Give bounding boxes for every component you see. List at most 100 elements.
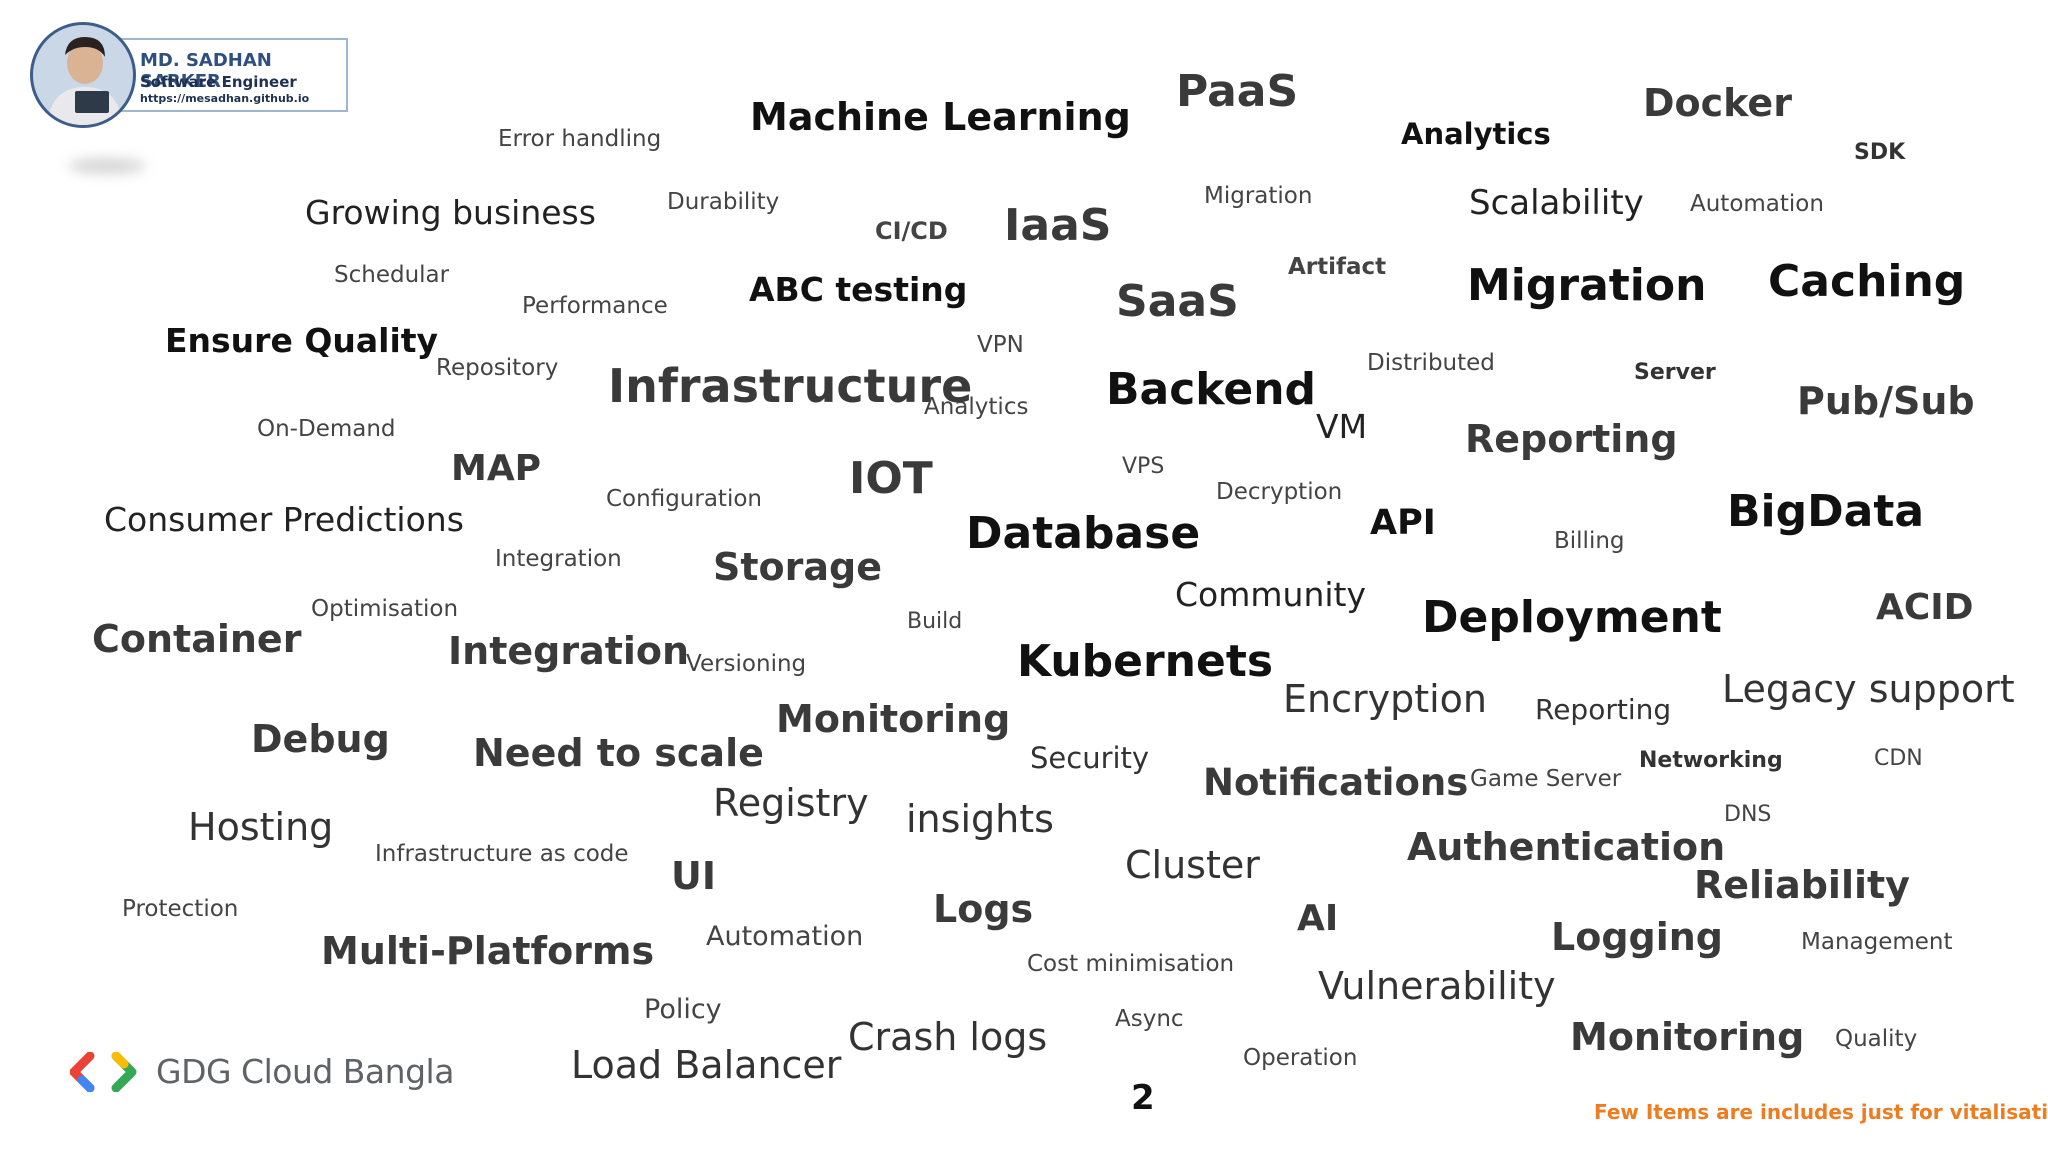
word-migration-2: Migration xyxy=(1467,260,1707,311)
word-versioning: Versioning xyxy=(686,651,807,677)
footnote: Few Items are includes just for vitalisa… xyxy=(1594,1100,2048,1124)
speaker-role: Software Engineer xyxy=(140,73,297,91)
word-configuration: Configuration xyxy=(606,486,762,512)
word-pub-sub: Pub/Sub xyxy=(1797,379,1975,423)
word-distributed: Distributed xyxy=(1367,350,1495,376)
word-async: Async xyxy=(1115,1006,1184,1032)
word-load-balancer: Load Balancer xyxy=(571,1043,842,1087)
word-ci-cd: CI/CD xyxy=(875,217,948,245)
word-decryption: Decryption xyxy=(1216,479,1343,505)
word-cost-minimisation: Cost minimisation xyxy=(1027,951,1235,977)
word-abc-testing: ABC testing xyxy=(749,270,968,309)
word-integration-1: Integration xyxy=(495,546,622,572)
word-ai: AI xyxy=(1297,898,1339,939)
word-paas: PaaS xyxy=(1176,66,1299,117)
word-authentication: Authentication xyxy=(1407,825,1726,869)
word-on-demand: On-Demand xyxy=(257,416,396,442)
page-number: 2 xyxy=(1131,1078,1155,1118)
word-docker: Docker xyxy=(1643,81,1792,125)
word-billing: Billing xyxy=(1554,528,1625,554)
word-analytics-2: Analytics xyxy=(924,394,1029,420)
word-reporting-1: Reporting xyxy=(1465,417,1678,461)
word-cdn: CDN xyxy=(1874,746,1923,771)
word-vpn: VPN xyxy=(977,332,1024,358)
word-container: Container xyxy=(92,617,302,661)
word-optimisation: Optimisation xyxy=(311,596,459,622)
word-logging: Logging xyxy=(1551,915,1724,959)
word-vm: VM xyxy=(1316,407,1368,446)
word-performance: Performance xyxy=(522,293,668,319)
word-api: API xyxy=(1370,503,1436,543)
speaker-tag: MD. SADHAN SARKER Software Engineer http… xyxy=(28,20,348,174)
word-networking: Networking xyxy=(1639,748,1783,773)
word-automation-2: Automation xyxy=(706,921,864,952)
word-infrastructure-as-code: Infrastructure as code xyxy=(375,841,629,867)
word-consumer-predictions: Consumer Predictions xyxy=(104,500,464,539)
word-monitoring-2: Monitoring xyxy=(1570,1015,1805,1059)
word-automation-1: Automation xyxy=(1690,191,1824,217)
word-database: Database xyxy=(966,508,1201,559)
word-growing-business: Growing business xyxy=(305,193,596,232)
word-cluster: Cluster xyxy=(1125,843,1260,887)
word-bigdata: BigData xyxy=(1727,486,1925,537)
word-multi-platforms: Multi-Platforms xyxy=(321,929,655,973)
word-sdk: SDK xyxy=(1854,140,1906,165)
word-saas: SaaS xyxy=(1116,276,1239,327)
word-community: Community xyxy=(1175,575,1366,614)
word-acid: ACID xyxy=(1876,587,1974,628)
word-storage: Storage xyxy=(713,545,882,589)
word-ensure-quality: Ensure Quality xyxy=(165,321,439,360)
word-need-to-scale: Need to scale xyxy=(473,731,764,775)
word-legacy-support: Legacy support xyxy=(1722,667,2015,711)
word-crash-logs: Crash logs xyxy=(848,1015,1048,1059)
word-vps: VPS xyxy=(1122,454,1165,479)
word-monitoring-1: Monitoring xyxy=(776,697,1011,741)
word-registry: Registry xyxy=(713,781,869,825)
speaker-card: MD. SADHAN SARKER Software Engineer http… xyxy=(116,38,348,112)
word-error-handling: Error handling xyxy=(498,126,662,152)
word-infrastructure: Infrastructure xyxy=(608,359,973,413)
avatar xyxy=(30,22,136,128)
word-reliability: Reliability xyxy=(1694,863,1910,907)
word-quality: Quality xyxy=(1835,1026,1918,1052)
word-map: MAP xyxy=(451,448,542,489)
word-kubernets: Kubernets xyxy=(1017,636,1274,687)
word-policy: Policy xyxy=(644,994,722,1025)
gdg-chevrons-icon xyxy=(70,1052,137,1092)
word-caching: Caching xyxy=(1768,256,1966,307)
word-analytics-1: Analytics xyxy=(1401,117,1551,151)
word-artifact: Artifact xyxy=(1288,254,1387,280)
word-ui: UI xyxy=(671,854,716,898)
word-schedular: Schedular xyxy=(334,262,450,288)
word-deployment: Deployment xyxy=(1422,592,1722,643)
word-security: Security xyxy=(1030,741,1150,775)
word-scalability: Scalability xyxy=(1469,183,1644,223)
word-hosting: Hosting xyxy=(188,805,334,849)
word-build: Build xyxy=(907,609,963,634)
word-management: Management xyxy=(1801,929,1953,955)
speaker-url: https://mesadhan.github.io xyxy=(140,92,310,105)
word-server: Server xyxy=(1634,360,1716,385)
word-iaas: IaaS xyxy=(1004,200,1112,251)
avatar-shadow xyxy=(68,158,146,174)
word-insights: insights xyxy=(906,797,1054,841)
word-game-server: Game Server xyxy=(1470,766,1622,792)
word-notifications: Notifications xyxy=(1203,761,1469,804)
word-reporting-2: Reporting xyxy=(1535,693,1672,726)
word-backend: Backend xyxy=(1106,364,1317,415)
word-protection: Protection xyxy=(122,896,239,922)
word-iot: IOT xyxy=(849,453,933,504)
word-encryption: Encryption xyxy=(1283,677,1488,721)
word-operation: Operation xyxy=(1243,1045,1358,1071)
word-migration-1: Migration xyxy=(1204,183,1313,209)
word-dns: DNS xyxy=(1724,802,1772,827)
word-machine-learning: Machine Learning xyxy=(750,95,1131,139)
gdg-logo-text: GDG Cloud Bangla xyxy=(156,1052,454,1091)
person-icon xyxy=(33,25,133,125)
word-durability: Durability xyxy=(667,189,780,215)
word-debug: Debug xyxy=(251,717,390,761)
word-vulnerability: Vulnerability xyxy=(1318,964,1556,1008)
word-logs: Logs xyxy=(933,887,1034,931)
speaker-name: MD. SADHAN SARKER xyxy=(140,50,272,92)
word-integration-2: Integration xyxy=(448,629,690,673)
